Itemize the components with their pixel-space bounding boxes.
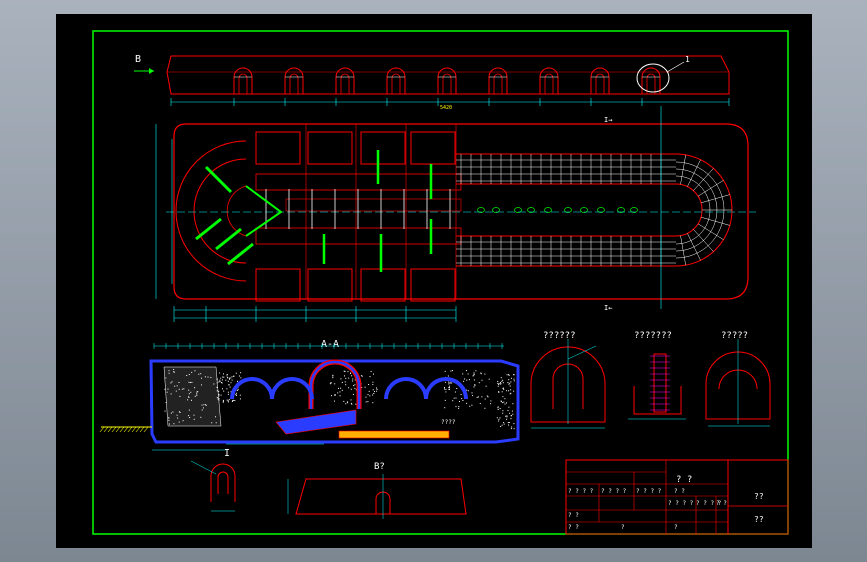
- flue-pipe: [204, 165, 233, 194]
- tb-right-top: ??: [754, 492, 764, 501]
- wall-arch: [386, 67, 406, 94]
- section-a-a: A-A ????: [99, 339, 520, 451]
- tb-cell-b: ? ?: [568, 524, 579, 531]
- chamber-box: [360, 268, 406, 302]
- tb-cell-q2: ?: [674, 524, 678, 531]
- tb-r3-c1: ? ? ? ?: [668, 500, 694, 507]
- chamber-box: [410, 268, 456, 302]
- chamber-box: [307, 131, 353, 165]
- detail-i-label: I: [224, 448, 230, 459]
- plan-view: I→ I←: [155, 106, 756, 322]
- wall-arch: [488, 67, 508, 94]
- drawing-sheet: B 1 5420 I→ I←: [56, 14, 812, 548]
- tb-r2-c4: ? ?: [674, 488, 685, 495]
- section-label-aa: A-A: [321, 339, 339, 350]
- flue-pipe: [215, 227, 242, 251]
- chamber-box: [360, 131, 406, 165]
- flue-pipe: [227, 242, 254, 266]
- wall-arch: [335, 67, 355, 94]
- tb-r3-c3: ? ?: [716, 500, 727, 507]
- tb-cell-q1: ?: [621, 524, 625, 531]
- chamber-box: [410, 131, 456, 165]
- tb-r2-c1: ? ? ? ?: [568, 488, 594, 495]
- drawing-canvas: B 1 5420 I→ I←: [92, 30, 789, 535]
- tb-cell-a: ? ?: [568, 512, 579, 519]
- tb-r2-c2: ? ? ? ?: [601, 488, 627, 495]
- view-label-b: B: [135, 54, 141, 65]
- hairpin-channel-inner: [456, 183, 703, 237]
- detail-1-title: ??????: [543, 331, 576, 341]
- wall-arch: [437, 67, 457, 94]
- detail-callout-circle: [636, 63, 670, 93]
- overall-length-dim: 5420: [440, 105, 452, 111]
- title-block: ? ? ?? ?? ? ? ? ? ? ? ? ? ? ? ? ? ? ? ? …: [565, 459, 789, 535]
- wall-arch: [590, 67, 610, 94]
- elevation-view-b: B 1 5420: [134, 54, 730, 111]
- section-outline: [149, 359, 520, 444]
- chamber-box: [255, 131, 301, 165]
- furnace-label: ????: [441, 419, 456, 426]
- drawing-frame: [92, 30, 789, 535]
- flue-pipe: [195, 217, 222, 241]
- svg-text:I←: I←: [604, 304, 612, 312]
- wall-arch: [284, 67, 304, 94]
- svg-text:I→: I→: [604, 116, 612, 124]
- detail-3-title: ?????: [721, 331, 748, 341]
- detail-2-title: ???????: [634, 331, 672, 341]
- furnace-grate: [338, 430, 450, 439]
- view-b-label: B?: [374, 462, 385, 472]
- tb-big-q: ? ?: [676, 475, 692, 485]
- chamber-box: [307, 268, 353, 302]
- chamber-box: [255, 268, 301, 302]
- wall-arch: [233, 67, 253, 94]
- detail-views: ?????? ??????? ????? I B?: [190, 331, 771, 519]
- plan-outline: [173, 123, 749, 300]
- tb-r3-c2: ? ? ? ?: [696, 500, 722, 507]
- wall-arch: [539, 67, 559, 94]
- leader-label-1: 1: [685, 55, 690, 64]
- tb-r2-c3: ? ? ? ?: [636, 488, 662, 495]
- tb-right-bottom: ??: [754, 515, 764, 524]
- wall-arch: [641, 67, 661, 94]
